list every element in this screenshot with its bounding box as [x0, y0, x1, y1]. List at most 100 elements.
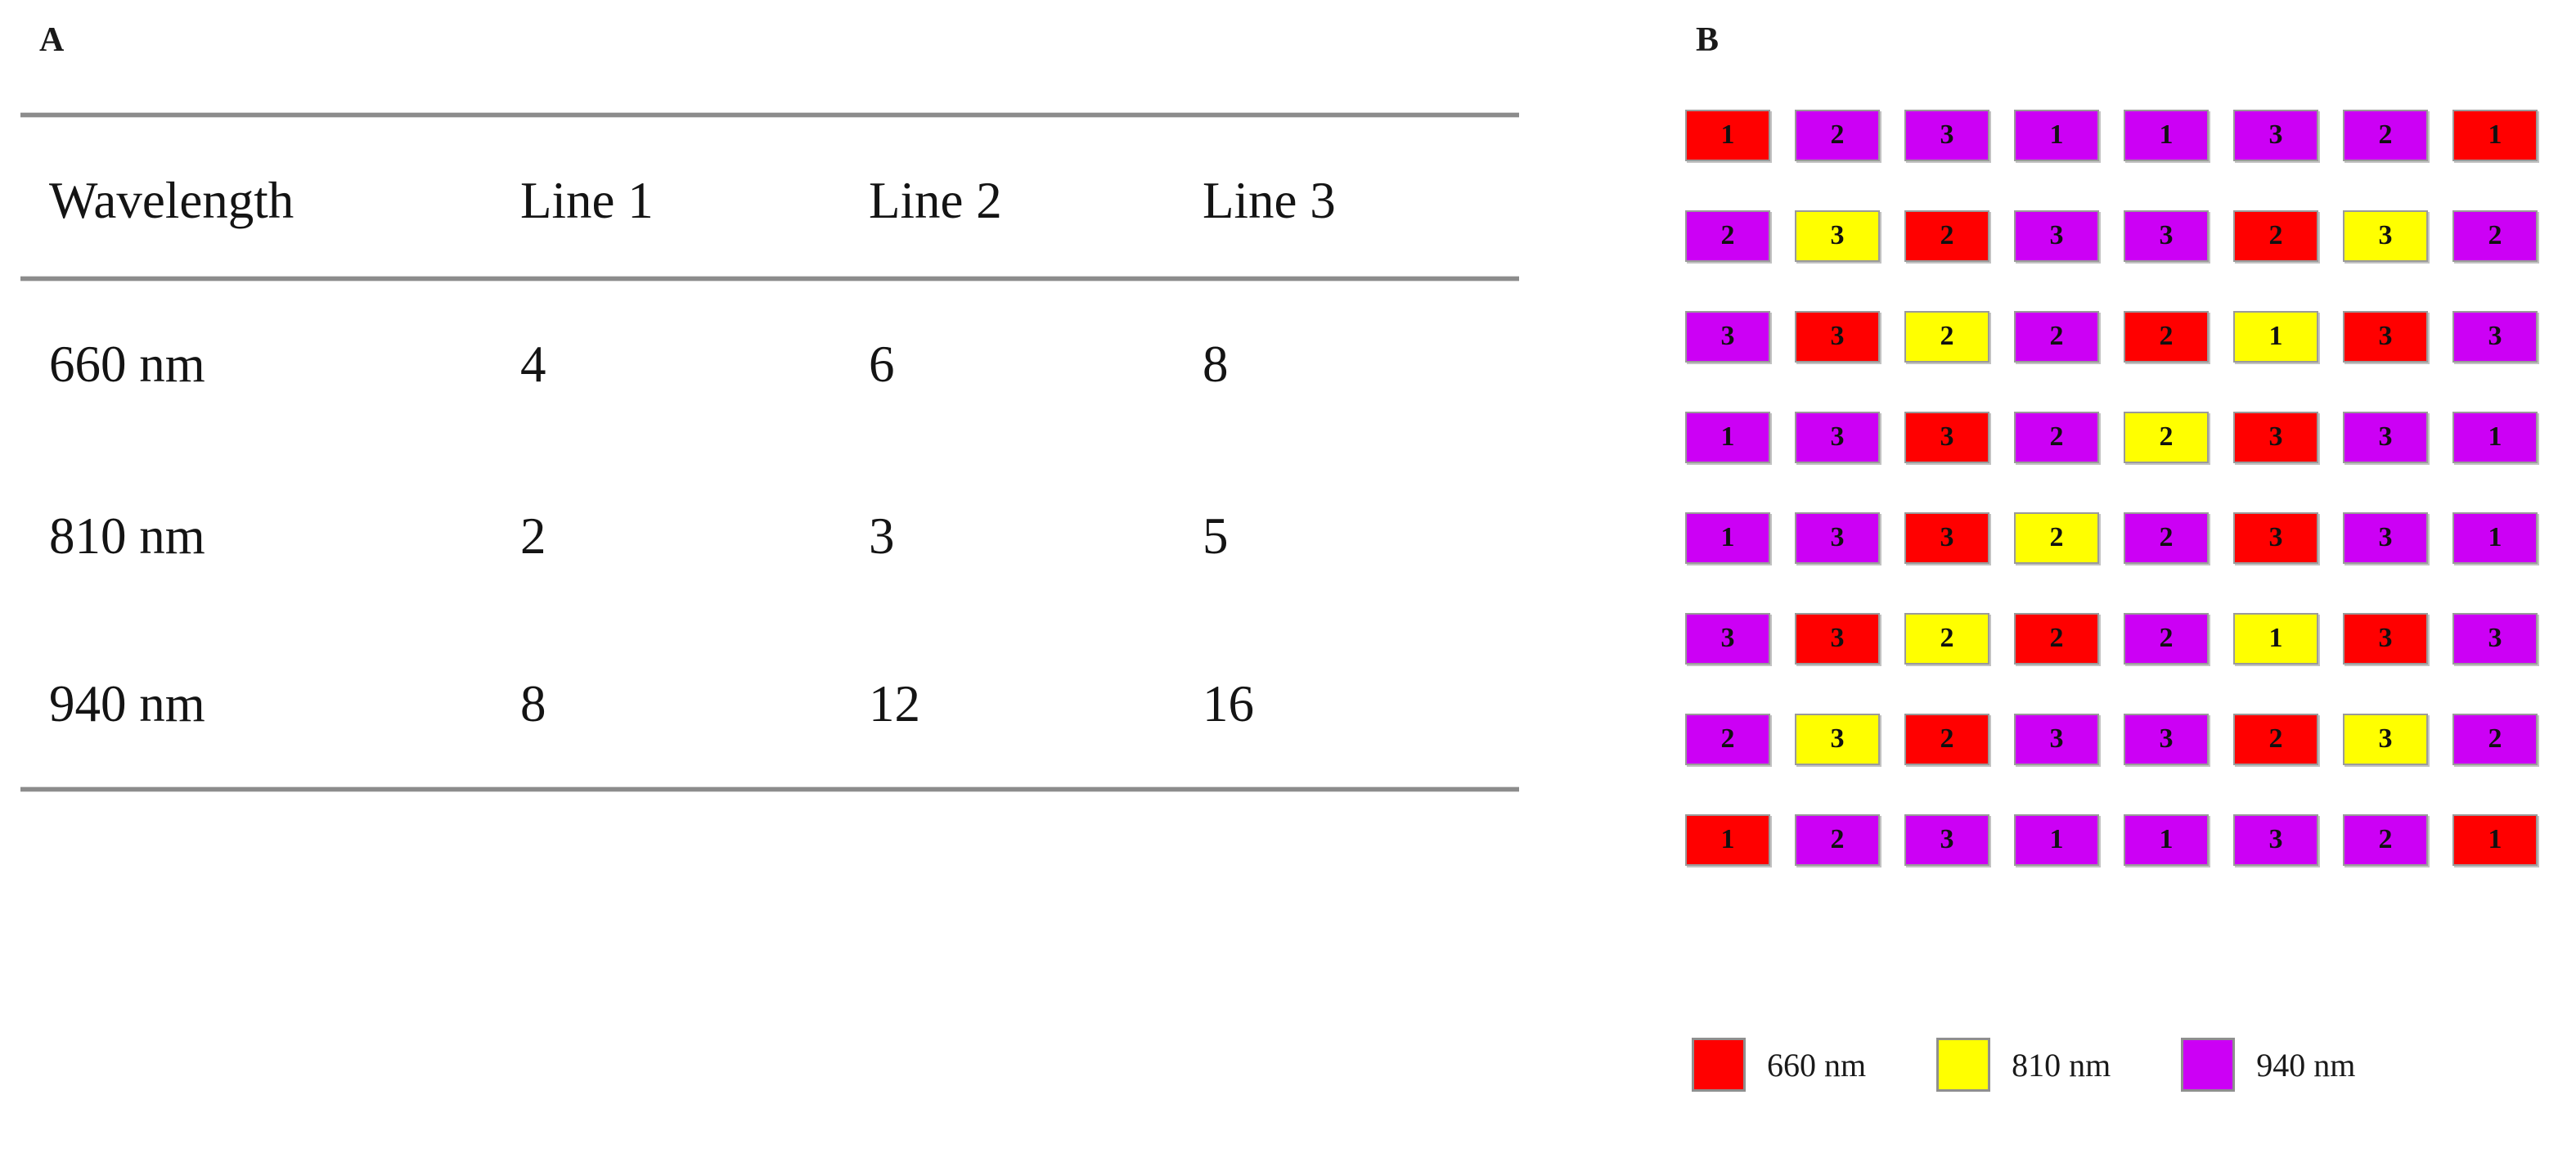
grid-cell[interactable]: 1 [2233, 612, 2318, 665]
grid-cell[interactable]: 2 [2014, 411, 2099, 463]
legend-swatch [2181, 1038, 2236, 1092]
column-header-line-3: Line 3 [1203, 172, 1336, 229]
cell-wavelength: 940 nm [49, 675, 205, 732]
grid-cell[interactable]: 1 [2452, 109, 2538, 161]
grid-cell[interactable]: 1 [1685, 109, 1770, 161]
cell-line-2: 6 [869, 336, 895, 393]
grid-cell[interactable]: 3 [2233, 511, 2318, 564]
column-header-line-2: Line 2 [869, 172, 1002, 229]
grid-cell[interactable]: 2 [1685, 713, 1770, 765]
cell-line-3: 16 [1203, 675, 1254, 732]
table-rule-header [20, 277, 1519, 281]
legend: 660 nm 810 nm 940 nm [1692, 1038, 2425, 1092]
cell-line-3: 5 [1203, 507, 1229, 565]
grid-cell[interactable]: 3 [1904, 109, 1989, 161]
grid-cell[interactable]: 1 [1685, 411, 1770, 463]
legend-label: 810 nm [2012, 1046, 2111, 1084]
grid-cell[interactable]: 2 [2452, 713, 2538, 765]
grid-cell[interactable]: 2 [1795, 813, 1880, 866]
grid-cell[interactable]: 2 [1904, 210, 1989, 262]
grid-cell[interactable]: 2 [2343, 109, 2428, 161]
cell-line-2: 3 [869, 507, 895, 565]
grid-cell[interactable]: 1 [2452, 511, 2538, 564]
panel-a-label: A [39, 21, 65, 59]
grid-cell[interactable]: 3 [2343, 411, 2428, 463]
table-rule-top [20, 113, 1519, 117]
grid-cell[interactable]: 3 [1904, 813, 1989, 866]
grid-cell[interactable]: 1 [2452, 813, 2538, 866]
grid-cell[interactable]: 3 [2124, 713, 2209, 765]
grid-cell[interactable]: 1 [2124, 813, 2209, 866]
cell-line-1: 8 [520, 675, 546, 732]
cell-line-2: 12 [869, 675, 920, 732]
grid-cell[interactable]: 3 [2343, 713, 2428, 765]
grid-cell[interactable]: 1 [1685, 813, 1770, 866]
legend-swatch [1936, 1038, 1991, 1092]
table-rule-bottom [20, 787, 1519, 791]
grid-cell[interactable]: 2 [1904, 713, 1989, 765]
grid-cell[interactable]: 2 [2343, 813, 2428, 866]
grid-cell[interactable]: 1 [1685, 511, 1770, 564]
legend-label: 940 nm [2256, 1046, 2356, 1084]
panel-a-table: A Wavelength Line 1 Line 2 Line 3 660 nm… [0, 21, 1554, 791]
grid-cell[interactable]: 3 [2343, 310, 2428, 363]
grid-cell[interactable]: 1 [2452, 411, 2538, 463]
grid-cell[interactable]: 2 [1685, 210, 1770, 262]
grid-cell[interactable]: 2 [2233, 713, 2318, 765]
table-row: 940 nm 8 12 16 [0, 659, 1554, 749]
grid-cell[interactable]: 3 [1795, 612, 1880, 665]
grid-cell[interactable]: 3 [1795, 310, 1880, 363]
grid-cell[interactable]: 1 [2233, 310, 2318, 363]
grid-cell[interactable]: 3 [2014, 210, 2099, 262]
cell-wavelength: 810 nm [49, 507, 205, 565]
grid-cell[interactable]: 3 [2233, 109, 2318, 161]
cell-line-1: 2 [520, 507, 546, 565]
cell-line-3: 8 [1203, 336, 1229, 393]
grid-cell[interactable]: 2 [2124, 612, 2209, 665]
grid-cell[interactable]: 2 [2124, 511, 2209, 564]
legend-label: 660 nm [1767, 1046, 1867, 1084]
grid-cell[interactable]: 2 [1904, 310, 1989, 363]
grid-cell[interactable]: 3 [1795, 511, 1880, 564]
grid-cell[interactable]: 2 [2124, 310, 2209, 363]
grid-cell[interactable]: 1 [2014, 109, 2099, 161]
grid-cell[interactable]: 3 [2233, 411, 2318, 463]
grid-cell[interactable]: 3 [1904, 511, 1989, 564]
grid-cell[interactable]: 2 [2014, 612, 2099, 665]
grid-cell[interactable]: 2 [2233, 210, 2318, 262]
table-row: 810 nm 2 3 5 [0, 491, 1554, 581]
legend-item: 660 nm [1692, 1038, 1866, 1092]
cell-line-1: 4 [520, 336, 546, 393]
grid-cell[interactable]: 3 [1685, 310, 1770, 363]
grid-cell[interactable]: 3 [1795, 210, 1880, 262]
grid-cell[interactable]: 3 [2343, 612, 2428, 665]
grid-cell[interactable]: 3 [2343, 210, 2428, 262]
grid-cell[interactable]: 3 [2014, 713, 2099, 765]
table-row: 660 nm 4 6 8 [0, 319, 1554, 409]
panel-b-label: B [1696, 21, 1720, 59]
grid-cell[interactable]: 3 [2452, 612, 2538, 665]
grid-cell[interactable]: 2 [2014, 310, 2099, 363]
grid-cell[interactable]: 3 [1795, 411, 1880, 463]
grid-cell[interactable]: 2 [2452, 210, 2538, 262]
grid-cell[interactable]: 2 [1904, 612, 1989, 665]
grid-cell[interactable]: 2 [1795, 109, 1880, 161]
grid-cell[interactable]: 1 [2124, 109, 2209, 161]
column-header-wavelength: Wavelength [49, 172, 294, 229]
column-header-line-1: Line 1 [520, 172, 654, 229]
legend-item: 940 nm [2181, 1038, 2355, 1092]
grid-cell[interactable]: 3 [2343, 511, 2428, 564]
grid-cell[interactable]: 3 [1904, 411, 1989, 463]
grid-cell[interactable]: 2 [2014, 511, 2099, 564]
legend-item: 810 nm [1936, 1038, 2111, 1092]
cell-wavelength: 660 nm [49, 336, 205, 393]
grid-cell[interactable]: 3 [2452, 310, 2538, 363]
grid-cell[interactable]: 3 [1685, 612, 1770, 665]
grid-cell[interactable]: 1 [2014, 813, 2099, 866]
grid-cell[interactable]: 3 [2124, 210, 2209, 262]
grid-cell[interactable]: 3 [1795, 713, 1880, 765]
grid-cell[interactable]: 2 [2124, 411, 2209, 463]
grid-cell[interactable]: 3 [2233, 813, 2318, 866]
